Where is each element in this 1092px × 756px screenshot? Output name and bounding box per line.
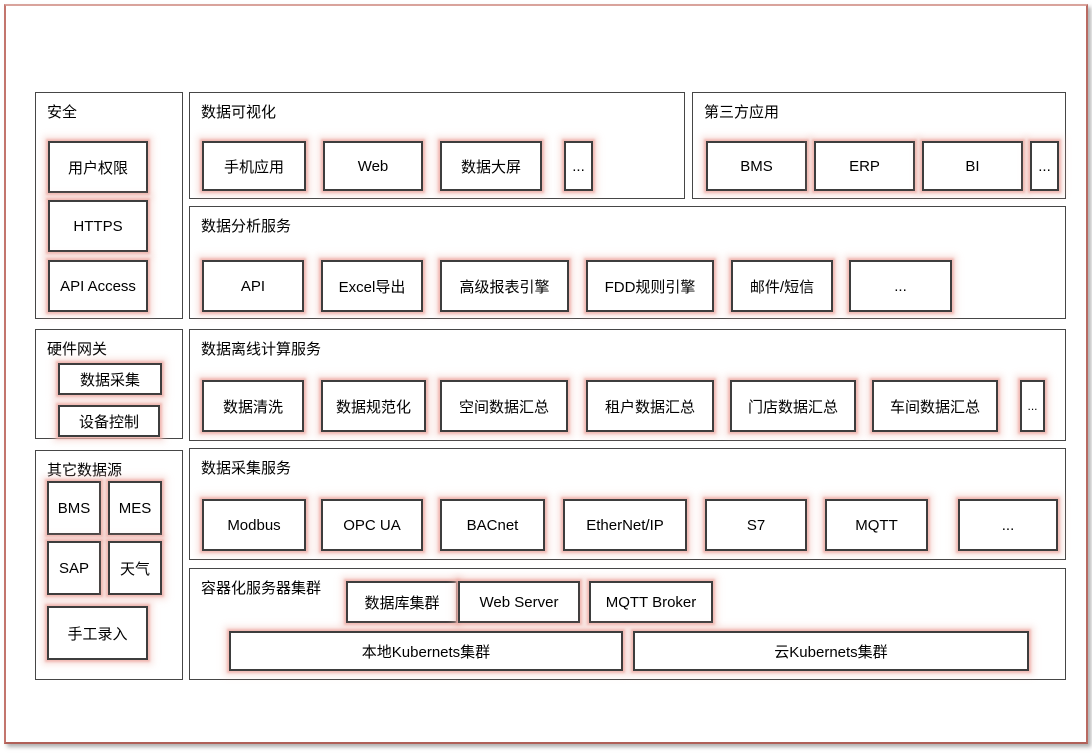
node-ethernet-ip: EtherNet/IP xyxy=(563,499,687,551)
node-erp: ERP xyxy=(814,141,915,191)
node-bi: BI xyxy=(922,141,1023,191)
group-cluster: 容器化服务器集群 数据库集群 Web Server MQTT Broker 本地… xyxy=(189,568,1066,680)
node-visualization-more: ... xyxy=(564,141,593,191)
node-data-normalization: 数据规范化 xyxy=(321,380,426,432)
node-collection-more: ... xyxy=(958,499,1058,551)
node-modbus: Modbus xyxy=(202,499,306,551)
group-title-other-sources: 其它数据源 xyxy=(47,462,123,479)
node-report-engine: 高级报表引擎 xyxy=(440,260,569,312)
node-workshop-aggregation: 车间数据汇总 xyxy=(872,380,998,432)
node-src-sap: SAP xyxy=(47,541,101,595)
group-title-analysis: 数据分析服务 xyxy=(201,218,292,235)
node-web: Web xyxy=(323,141,423,191)
node-database-cluster: 数据库集群 xyxy=(346,581,458,623)
node-bms: BMS xyxy=(706,141,807,191)
group-other-sources: 其它数据源 BMS MES SAP 天气 手工录入 xyxy=(35,450,183,680)
group-gateway: 硬件网关 数据采集 设备控制 xyxy=(35,329,183,439)
node-api-access: API Access xyxy=(48,260,148,312)
group-title-collection: 数据采集服务 xyxy=(201,460,292,477)
node-device-control: 设备控制 xyxy=(58,405,160,437)
outer-frame: 安全 用户权限 HTTPS API Access 数据可视化 手机应用 Web … xyxy=(4,4,1088,744)
node-manual-entry: 手工录入 xyxy=(47,606,148,660)
group-visualization: 数据可视化 手机应用 Web 数据大屏 ... xyxy=(189,92,685,199)
node-src-weather: 天气 xyxy=(108,541,162,595)
node-space-aggregation: 空间数据汇总 xyxy=(440,380,568,432)
node-store-aggregation: 门店数据汇总 xyxy=(730,380,856,432)
node-mqtt-broker: MQTT Broker xyxy=(589,581,713,623)
node-src-bms: BMS xyxy=(47,481,101,535)
node-data-acquisition: 数据采集 xyxy=(58,363,162,395)
node-fdd-rule-engine: FDD规则引擎 xyxy=(586,260,714,312)
node-data-screen: 数据大屏 xyxy=(440,141,542,191)
group-security: 安全 用户权限 HTTPS API Access xyxy=(35,92,183,319)
node-cloud-kubernetes-cluster: 云Kubernets集群 xyxy=(633,631,1029,671)
group-title-gateway: 硬件网关 xyxy=(47,341,108,358)
node-https: HTTPS xyxy=(48,200,148,252)
node-opc-ua: OPC UA xyxy=(321,499,423,551)
group-collection: 数据采集服务 Modbus OPC UA BACnet EtherNet/IP … xyxy=(189,448,1066,560)
group-title-third-party: 第三方应用 xyxy=(704,104,780,121)
node-excel-export: Excel导出 xyxy=(321,260,423,312)
node-api: API xyxy=(202,260,304,312)
group-title-offline: 数据离线计算服务 xyxy=(201,341,322,358)
node-local-kubernetes-cluster: 本地Kubernets集群 xyxy=(229,631,623,671)
node-user-permissions: 用户权限 xyxy=(48,141,148,193)
group-analysis: 数据分析服务 API Excel导出 高级报表引擎 FDD规则引擎 邮件/短信 … xyxy=(189,206,1066,319)
node-web-server: Web Server xyxy=(458,581,580,623)
node-mobile-app: 手机应用 xyxy=(202,141,306,191)
node-data-cleaning: 数据清洗 xyxy=(202,380,304,432)
node-bacnet: BACnet xyxy=(440,499,545,551)
group-title-visualization: 数据可视化 xyxy=(201,104,277,121)
group-third-party: 第三方应用 BMS ERP BI ... xyxy=(692,92,1066,199)
node-third-party-more: ... xyxy=(1030,141,1059,191)
node-mail-sms: 邮件/短信 xyxy=(731,260,833,312)
group-offline: 数据离线计算服务 数据清洗 数据规范化 空间数据汇总 租户数据汇总 门店数据汇总… xyxy=(189,329,1066,441)
node-offline-more: ... xyxy=(1020,380,1045,432)
node-analysis-more: ... xyxy=(849,260,952,312)
group-title-cluster: 容器化服务器集群 xyxy=(201,580,322,597)
node-tenant-aggregation: 租户数据汇总 xyxy=(586,380,714,432)
group-title-security: 安全 xyxy=(47,104,78,121)
node-mqtt: MQTT xyxy=(825,499,928,551)
node-src-mes: MES xyxy=(108,481,162,535)
node-s7: S7 xyxy=(705,499,807,551)
